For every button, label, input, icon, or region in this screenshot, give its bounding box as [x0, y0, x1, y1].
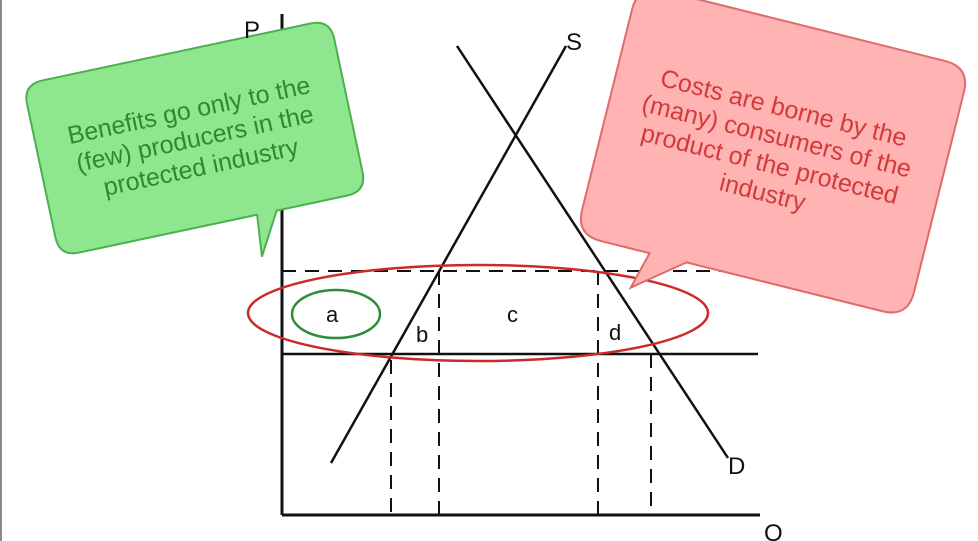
demand-curve — [455, 45, 730, 459]
benefits-ellipse — [290, 288, 382, 340]
supply-curve — [329, 45, 568, 464]
costs-callout-bubble — [579, 0, 967, 314]
area-c-label: c — [507, 302, 518, 327]
left-border — [0, 0, 2, 541]
costs-ellipse — [246, 263, 710, 363]
supply-label: S — [566, 29, 582, 56]
area-a-label: a — [326, 302, 339, 327]
area-d-label: d — [609, 320, 621, 345]
area-b-label: b — [416, 322, 428, 347]
x-axis-label: Q — [764, 520, 783, 541]
benefits-callout-bubble — [25, 21, 365, 257]
demand-label: D — [728, 453, 745, 480]
y-axis-label: P — [244, 17, 260, 44]
